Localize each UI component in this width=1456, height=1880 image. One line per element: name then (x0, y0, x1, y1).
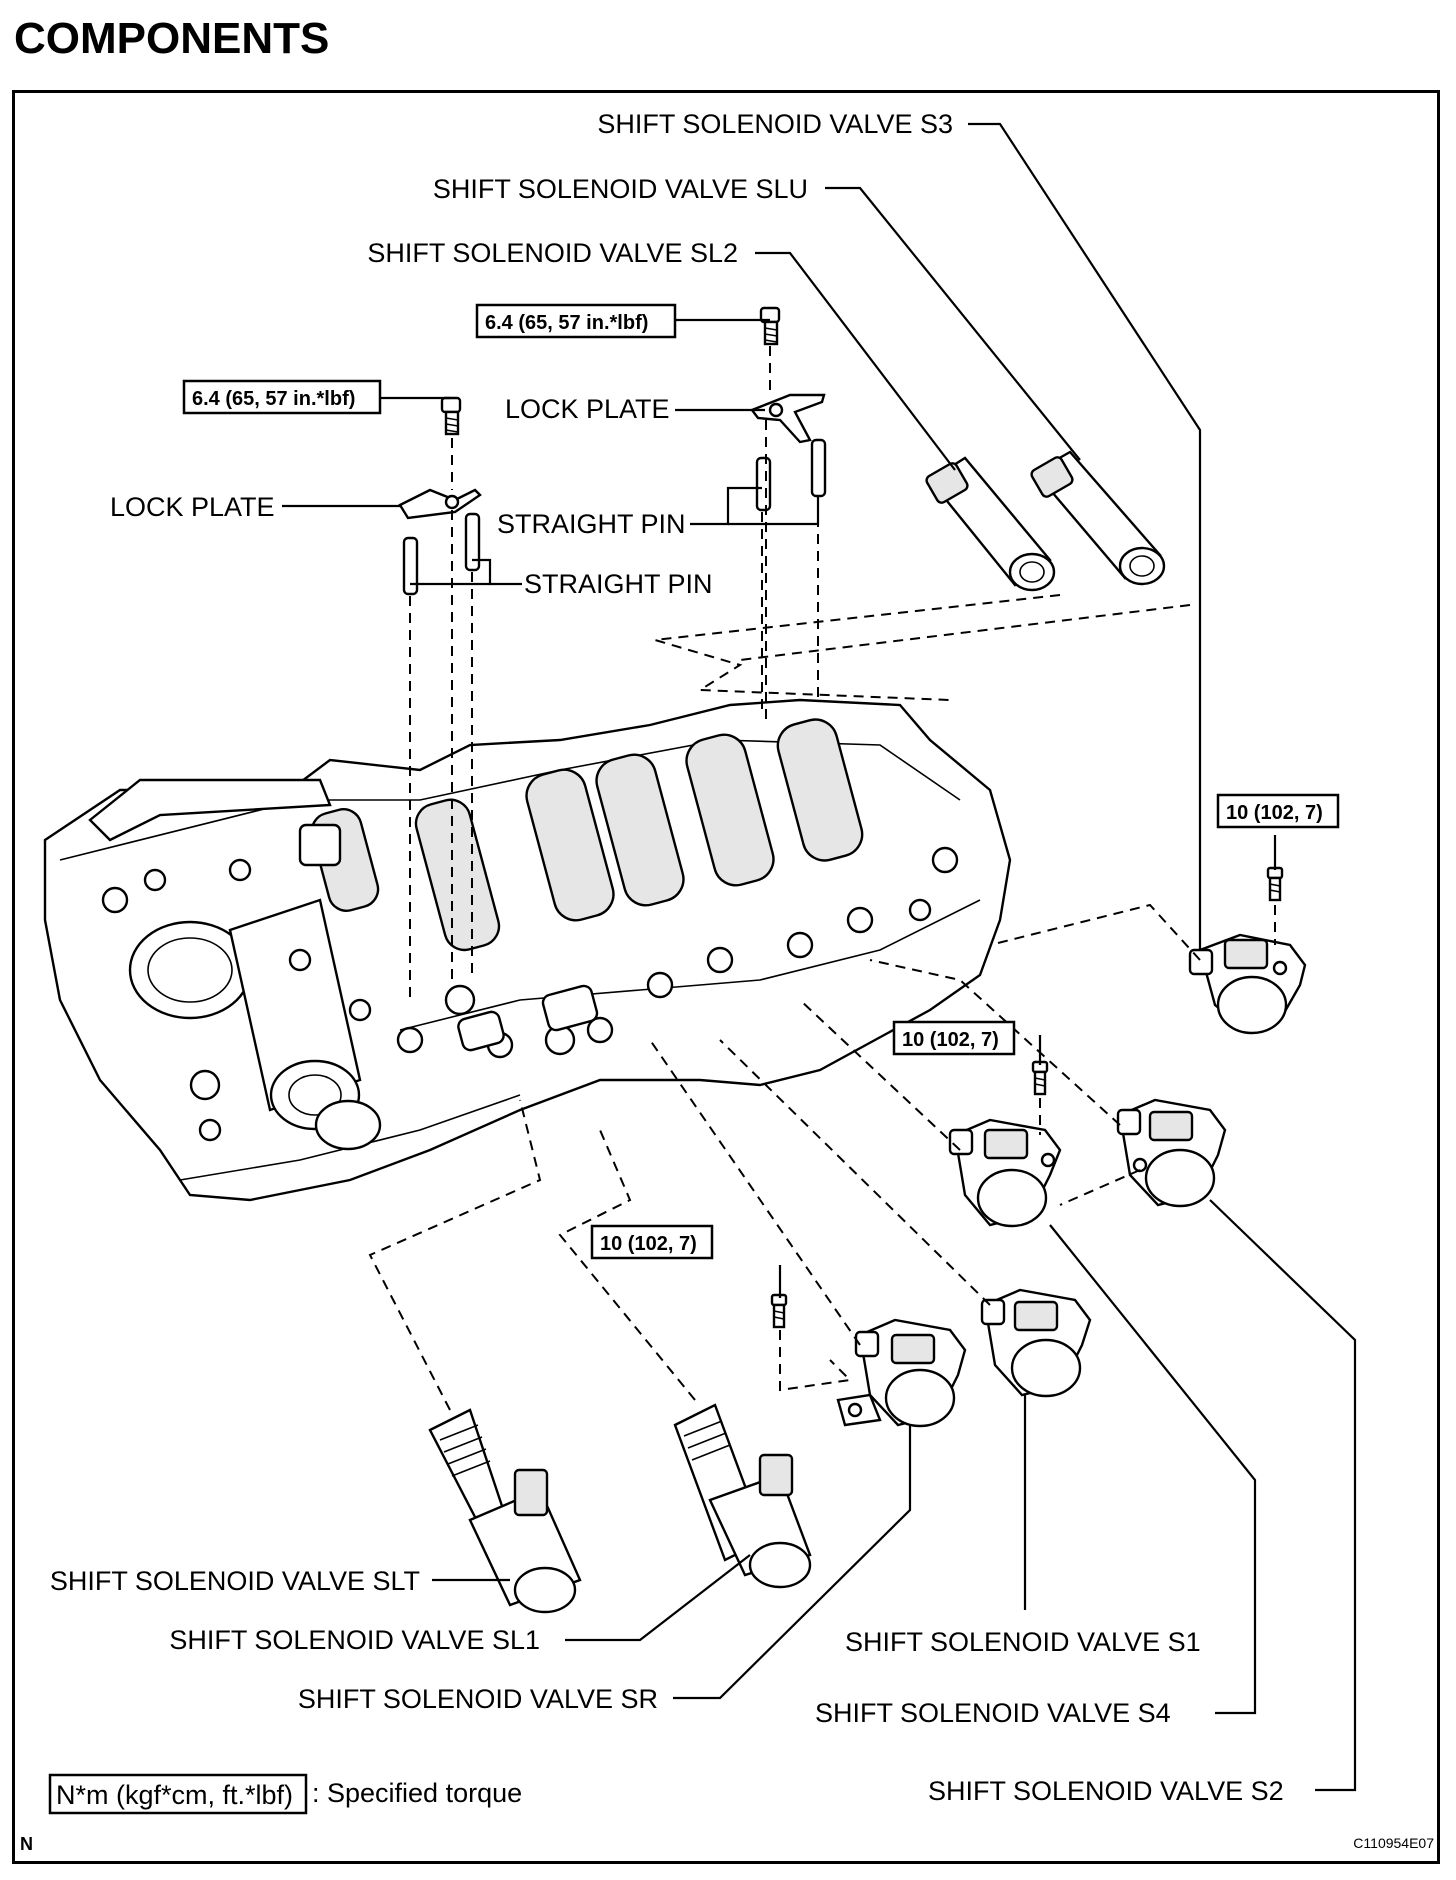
solenoid-sr (649, 1039, 967, 1428)
label-s1: SHIFT SOLENOID VALVE S1 (845, 1627, 1201, 1657)
solenoid-s3 (989, 866, 1307, 1035)
solenoid-slt (428, 1408, 582, 1614)
svg-text:10 (102, 7): 10 (102, 7) (600, 1233, 697, 1255)
torque-box-top-right: 6.4 (65, 57 in.*lbf) (475, 303, 677, 339)
label-s3: SHIFT SOLENOID VALVE S3 (597, 109, 953, 139)
solenoid-s2 (869, 959, 1227, 1208)
solenoid-slu (1030, 450, 1166, 586)
label-straight-pin-left: STRAIGHT PIN (524, 569, 713, 599)
svg-text:6.4 (65, 57 in.*lbf): 6.4 (65, 57 in.*lbf) (485, 312, 648, 334)
label-sr: SHIFT SOLENOID VALVE SR (298, 1684, 658, 1714)
diagram-frame (12, 90, 1440, 1864)
torque-box-s3: 10 (102, 7) (1216, 793, 1340, 829)
svg-text:10 (102, 7): 10 (102, 7) (1226, 802, 1323, 824)
solenoid-sl1 (673, 1403, 812, 1589)
label-straight-pin-right: STRAIGHT PIN (497, 509, 686, 539)
left-hardware (398, 396, 482, 1000)
svg-text:10 (102, 7): 10 (102, 7) (902, 1029, 999, 1051)
label-sl2: SHIFT SOLENOID VALVE SL2 (367, 238, 738, 268)
label-sl1: SHIFT SOLENOID VALVE SL1 (169, 1625, 540, 1655)
label-s4: SHIFT SOLENOID VALVE S4 (815, 1698, 1171, 1728)
page-title: COMPONENTS (14, 14, 330, 63)
torque-box-sr: 10 (102, 7) (590, 1224, 714, 1260)
corner-mark: N (20, 1834, 33, 1854)
svg-text:6.4 (65, 57 in.*lbf): 6.4 (65, 57 in.*lbf) (192, 388, 355, 410)
solenoid-s1 (719, 1039, 1092, 1398)
label-lock-plate-left: LOCK PLATE (110, 492, 275, 522)
legend-box-text: N*m (kgf*cm, ft.*lbf) (56, 1780, 293, 1810)
figure-code: C110954E07 (1353, 1835, 1434, 1851)
torque-box-top-left: 6.4 (65, 57 in.*lbf) (182, 379, 382, 415)
label-slt: SHIFT SOLENOID VALVE SLT (50, 1566, 420, 1596)
label-slu: SHIFT SOLENOID VALVE SLU (433, 174, 808, 204)
valve-body (43, 698, 1012, 1202)
right-hardware (750, 306, 827, 720)
leader-lines (282, 122, 1357, 1792)
label-s2: SHIFT SOLENOID VALVE S2 (928, 1776, 1284, 1806)
solenoid-sl2 (925, 456, 1056, 592)
label-lock-plate-right: LOCK PLATE (505, 394, 670, 424)
torque-box-s4: 10 (102, 7) (892, 1020, 1016, 1056)
solenoid-s4 (799, 999, 1062, 1228)
legend-text: : Specified torque (312, 1778, 522, 1808)
legend: N*m (kgf*cm, ft.*lbf) : Specified torque (48, 1773, 522, 1815)
